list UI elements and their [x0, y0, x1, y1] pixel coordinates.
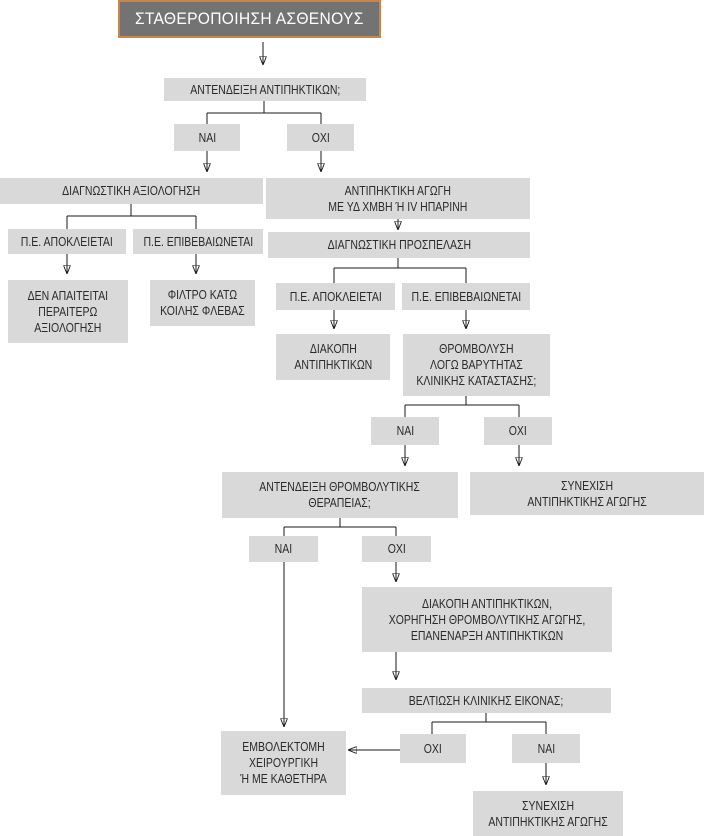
node-label: ΔΙΑΚΟΠΗ ΑΝΤΙΠΗΚΤΙΚΩΝ — [294, 342, 372, 372]
diagnostic-evaluation-node: ΔΙΑΓΝΩΣΤΙΚΗ ΑΞΙΟΛΟΓΗΣΗ — [0, 178, 263, 204]
yes-branch-3: ΝΑΙ — [249, 536, 318, 562]
embolectomy-node: ΕΜΒΟΛΕΚΤΟΜΗ ΧΕΙΡΟΥΡΓΙΚΗ Ή ΜΕ ΚΑΘΕΤΗΡΑ — [221, 731, 346, 795]
branch-anticoag-question — [206, 101, 322, 124]
no-label: ΟΧΙ — [423, 741, 443, 756]
no-branch-2: ΟΧΙ — [484, 417, 552, 445]
node-label: ΦΙΛΤΡΟ ΚΑΤΩ ΚΟΙΛΗΣ ΦΛΕΒΑΣ — [160, 288, 245, 318]
node-label: ΣΥΝΕΧΙΣΗ ΑΝΤΙΠΗΚΤΙΚΗΣ ΑΓΩΓΗΣ — [527, 478, 647, 509]
yes-label: ΝΑΙ — [274, 542, 293, 556]
yes-branch-1: ΝΑΙ — [174, 124, 240, 151]
no-label: ΟΧΙ — [508, 424, 528, 438]
branch-diag-approach — [333, 258, 467, 283]
question-label: ΘΡΟΜΒΟΛΥΣΗ ΛΟΓΩ ΒΑΡΥΤΗΤΑΣ ΚΛΙΝΙΚΗΣ ΚΑΤΑΣ… — [416, 342, 537, 388]
node-label: ΔΙΑΚΟΠΗ ΑΝΤΙΠΗΚΤΙΚΩΝ, ΧΟΡΗΓΗΣΗ ΘΡΟΜΒΟΛΥΤ… — [388, 596, 586, 643]
branch-thrombolytic-contra — [283, 518, 397, 536]
pe-confirmed-node-b: Π.Ε. ΕΠΙΒΕΒΑΙΩΝΕΤΑΙ — [402, 283, 530, 310]
node-label: ΔΕΝ ΑΠΑΙΤΕΙΤΑΙ ΠΕΡΑΙΤΕΡΩ ΑΞΙΟΛΟΓΗΣΗ — [27, 288, 109, 335]
yes-label: ΝΑΙ — [537, 741, 555, 756]
question-label: ΑΝΤΕΝΔΕΙΞΗ ΑΝΤΙΠΗΚΤΙΚΩΝ; — [189, 82, 341, 97]
continue-anticoagulant-node-2: ΣΥΝΕΧΙΣΗ ΑΝΤΙΠΗΚΤΙΚΗΣ ΑΓΩΓΗΣ — [473, 791, 623, 836]
no-label: ΟΧΙ — [311, 130, 330, 145]
diagnostic-approach-node: ΔΙΑΓΝΩΣΤΙΚΗ ΠΡΟΣΠΕΛΑΣΗ — [268, 232, 530, 258]
clinical-improvement-question: ΒΕΛΤΙΩΣΗ ΚΛΙΝΙΚΗΣ ΕΙΚΟΝΑΣ; — [362, 688, 611, 713]
thrombolytic-contraindication-question: ΑΝΤΕΝΔΕΙΞΗ ΘΡΟΜΒΟΛΥΤΙΚΗΣ ΘΕΡΑΠΕΙΑΣ; — [222, 472, 458, 518]
pe-confirmed-node-a: Π.Ε. ΕΠΙΒΕΒΑΙΩΝΕΤΑΙ — [133, 229, 263, 254]
yes-label: ΝΑΙ — [198, 130, 216, 145]
ivc-filter-node: ΦΙΛΤΡΟ ΚΑΤΩ ΚΟΙΛΗΣ ΦΛΕΒΑΣ — [150, 280, 255, 326]
anticoagulant-therapy-node: ΑΝΤΙΠΗΚΤΙΚΗ ΑΓΩΓΗ ΜΕ ΥΔ ΧΜΒΗ Ή IV ΗΠΑΡΙΝ… — [266, 178, 530, 219]
branch-diag-eval — [66, 204, 197, 229]
node-label: Π.Ε. ΕΠΙΒΕΒΑΙΩΝΕΤΑΙ — [143, 234, 253, 249]
node-label: Π.Ε. ΑΠΟΚΛΕΙΕΤΑΙ — [289, 289, 382, 304]
yes-branch-4: ΝΑΙ — [512, 734, 580, 763]
start-node-label: ΣΤΑΘΕΡΟΠΟΙΗΣΗ ΑΣΘΕΝΟΥΣ — [135, 9, 364, 28]
start-node: ΣΤΑΘΕΡΟΠΟΙΗΣΗ ΑΣΘΕΝΟΥΣ — [118, 0, 381, 38]
anticoagulant-contraindication-question: ΑΝΤΕΝΔΕΙΞΗ ΑΝΤΙΠΗΚΤΙΚΩΝ; — [164, 78, 366, 101]
pe-excluded-node-a: Π.Ε. ΑΠΟΚΛΕΙΕΤΑΙ — [8, 229, 126, 254]
yes-label: ΝΑΙ — [396, 424, 414, 438]
node-label: ΑΝΤΙΠΗΚΤΙΚΗ ΑΓΩΓΗ ΜΕ ΥΔ ΧΜΒΗ Ή IV ΗΠΑΡΙΝ… — [328, 183, 468, 214]
no-label: ΟΧΙ — [387, 542, 406, 556]
no-branch-3: ΟΧΙ — [362, 536, 431, 562]
continue-anticoagulant-node-1: ΣΥΝΕΧΙΣΗ ΑΝΤΙΠΗΚΤΙΚΗΣ ΑΓΩΓΗΣ — [470, 472, 704, 515]
pe-excluded-node-b: Π.Ε. ΑΠΟΚΛΕΙΕΤΑΙ — [276, 283, 395, 310]
thrombolysis-protocol-node: ΔΙΑΚΟΠΗ ΑΝΤΙΠΗΚΤΙΚΩΝ, ΧΟΡΗΓΗΣΗ ΘΡΟΜΒΟΛΥΤ… — [362, 587, 612, 652]
node-label: ΣΥΝΕΧΙΣΗ ΑΝΤΙΠΗΚΤΙΚΗΣ ΑΓΩΓΗΣ — [488, 798, 608, 829]
branch-thrombolysis-question — [404, 396, 520, 417]
node-label: Π.Ε. ΑΠΟΚΛΕΙΕΤΑΙ — [20, 234, 114, 249]
question-label: ΒΕΛΤΙΩΣΗ ΚΛΙΝΙΚΗΣ ΕΙΚΟΝΑΣ; — [409, 693, 564, 708]
node-label: ΕΜΒΟΛΕΚΤΟΜΗ ΧΕΙΡΟΥΡΓΙΚΗ Ή ΜΕ ΚΑΘΕΤΗΡΑ — [240, 740, 327, 786]
no-further-evaluation-node: ΔΕΝ ΑΠΑΙΤΕΙΤΑΙ ΠΕΡΑΙΤΕΡΩ ΑΞΙΟΛΟΓΗΣΗ — [8, 280, 128, 343]
no-branch-4: ΟΧΙ — [400, 734, 466, 763]
yes-branch-2: ΝΑΙ — [371, 417, 439, 445]
stop-anticoagulants-node: ΔΙΑΚΟΠΗ ΑΝΤΙΠΗΚΤΙΚΩΝ — [276, 334, 390, 380]
no-branch-1: ΟΧΙ — [287, 124, 354, 151]
branch-improvement-question — [431, 713, 547, 734]
question-label: ΑΝΤΕΝΔΕΙΞΗ ΘΡΟΜΒΟΛΥΤΙΚΗΣ ΘΕΡΑΠΕΙΑΣ; — [259, 480, 421, 510]
thrombolysis-question: ΘΡΟΜΒΟΛΥΣΗ ΛΟΓΩ ΒΑΡΥΤΗΤΑΣ ΚΛΙΝΙΚΗΣ ΚΑΤΑΣ… — [403, 334, 550, 396]
node-label: Π.Ε. ΕΠΙΒΕΒΑΙΩΝΕΤΑΙ — [411, 289, 521, 304]
node-label: ΔΙΑΓΝΩΣΤΙΚΗ ΑΞΙΟΛΟΓΗΣΗ — [62, 184, 201, 198]
node-label: ΔΙΑΓΝΩΣΤΙΚΗ ΠΡΟΣΠΕΛΑΣΗ — [327, 238, 471, 252]
